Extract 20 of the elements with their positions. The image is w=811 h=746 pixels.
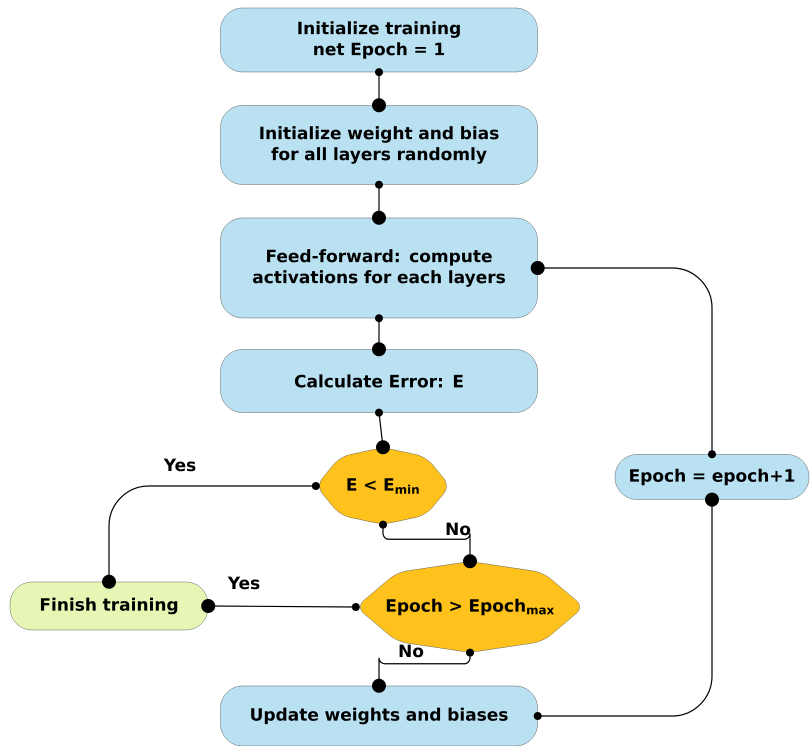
process-box: Epoch = epoch+1 [614,454,810,500]
process-box: Feed-forward: compute activations for each layers [220,218,538,318]
process-box: Initialize training net Epoch = 1 [220,8,538,72]
connector [379,520,477,568]
process-box: Update weights and biases [220,686,538,746]
edge-label: Yes [228,576,260,590]
process-box: Initialize weight and bias for all layers randomly [220,105,538,185]
connector [201,598,360,613]
connector [102,482,320,589]
edge-label: No [446,522,470,536]
connector [372,68,386,112]
connector [372,314,386,356]
edge-label: Yes [164,458,196,472]
process-box: Calculate Error: E [220,349,538,413]
terminal-box: Finish training [10,582,208,630]
connector [375,408,390,454]
connector [372,180,386,225]
connector [534,492,719,720]
connector [530,260,716,458]
connector [372,648,474,693]
